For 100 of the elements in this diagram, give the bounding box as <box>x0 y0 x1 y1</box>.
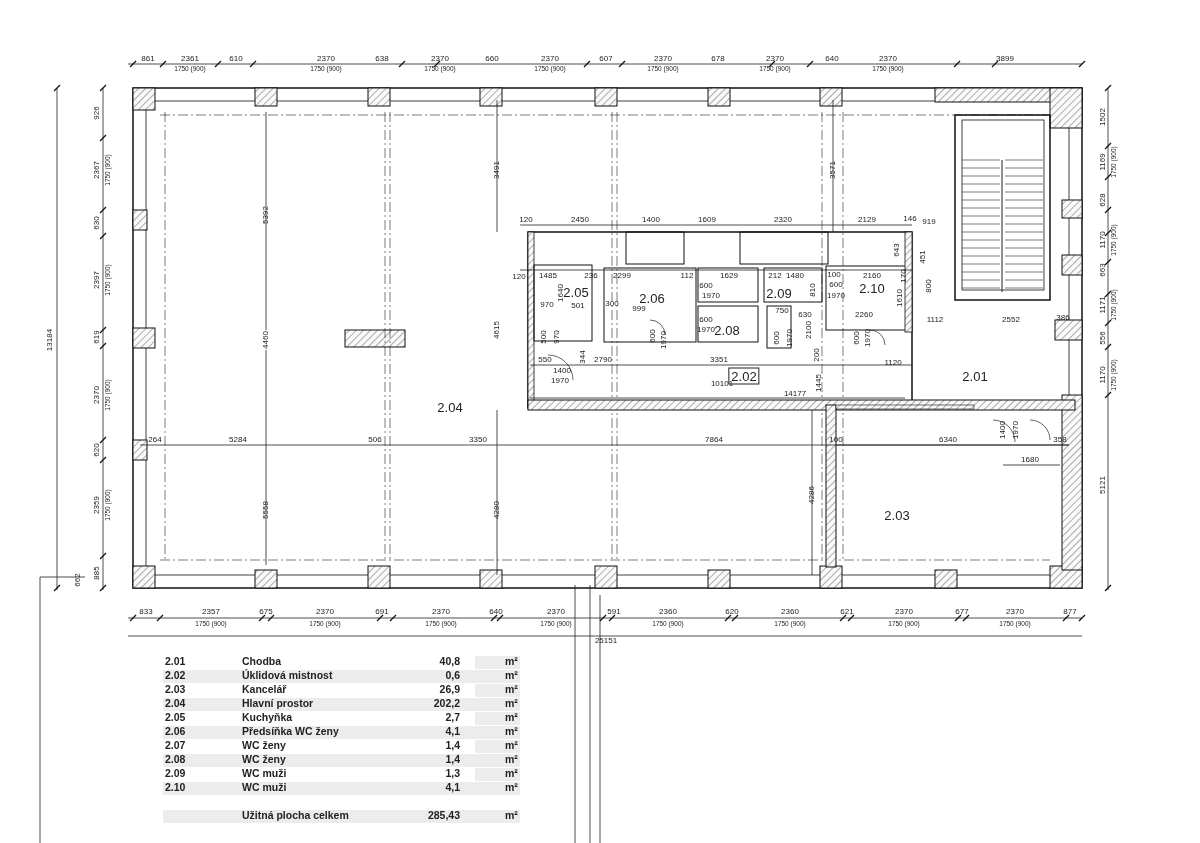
table-text: WC muži <box>242 782 287 793</box>
dimension-label: 506 <box>368 436 382 444</box>
dimension-label: 643 <box>893 243 901 257</box>
dimension-label: 1970 <box>827 292 845 300</box>
dimension-label: 6340 <box>939 436 957 444</box>
dimension-label: 628 <box>1099 193 1107 207</box>
dimension-label: 1170 <box>1099 231 1107 249</box>
dimension-label: 677 <box>955 608 969 616</box>
dimension-label: 2160 <box>863 272 881 280</box>
dimension-label: 451 <box>919 250 927 264</box>
dimension-label: 861 <box>141 55 155 63</box>
dimension-label: 640 <box>489 608 503 616</box>
table-text: 2.01 <box>165 656 186 667</box>
dimension-label: 5392 <box>262 206 270 224</box>
dimension-label: 1629 <box>720 272 738 280</box>
table-text: Chodba <box>242 656 282 667</box>
dimension-label: 3351 <box>710 356 728 364</box>
table-text: 285,43 <box>427 810 460 821</box>
table-text: 26,9 <box>439 684 460 695</box>
dimension-label: 691 <box>375 608 389 616</box>
table-text: 2.04 <box>165 698 186 709</box>
dimension-label: 344 <box>579 350 587 364</box>
dimension-label: 7864 <box>705 436 723 444</box>
dimension-label: 120 <box>519 216 533 224</box>
table-text: m² <box>505 754 518 765</box>
table-text: Hlavní prostor <box>242 698 314 709</box>
table-text: m² <box>505 656 518 667</box>
dimension-label: 1609 <box>698 216 716 224</box>
dimension-label: 2129 <box>858 216 876 224</box>
dimension-label: 2260 <box>855 311 873 319</box>
dimension-label: 2370 <box>895 608 913 616</box>
table-text: 2.10 <box>165 782 186 793</box>
dimension-label: 386 <box>1056 314 1070 322</box>
dimension-label: 212 <box>768 272 782 280</box>
table-text: 202,2 <box>433 698 460 709</box>
dimension-label: 13184 <box>46 328 54 352</box>
table-text: m² <box>505 712 518 723</box>
table-text: 2,7 <box>445 712 460 723</box>
dimension-label: 2360 <box>659 608 677 616</box>
dimension-label: 2370 <box>547 608 565 616</box>
dimension-label: 1610 <box>896 289 904 307</box>
table-text: 2.07 <box>165 740 186 751</box>
dimension-label: 2370 <box>317 55 335 63</box>
dimension-label: 1112 <box>926 316 944 324</box>
table-text: Úklidová mistnost <box>242 670 333 681</box>
table-text: m² <box>505 698 518 709</box>
dimension-label: 120 <box>512 273 526 281</box>
table-text: WC ženy <box>242 754 286 765</box>
dimension-label: 3491 <box>493 161 501 179</box>
dimension-label: 600 <box>829 281 843 289</box>
table-text: 1,4 <box>445 740 460 751</box>
table-text: m² <box>505 768 518 779</box>
room-number: 2.04 <box>437 400 463 414</box>
dimension-label: 3571 <box>829 161 837 179</box>
dimension-label: 662 <box>74 573 82 587</box>
dimension-label: 591 <box>607 608 621 616</box>
dimension-label: 2361 <box>181 55 199 63</box>
table-text: 2.08 <box>165 754 186 765</box>
dimension-label: 1502 <box>1099 108 1107 126</box>
dimension-label: 358 <box>1053 436 1067 444</box>
dimension-label: 236 <box>584 272 598 280</box>
dimension-label: 2370 <box>431 55 449 63</box>
dimension-label: 1445 <box>815 374 823 392</box>
dimension-label: 607 <box>599 55 613 63</box>
dimension-label: 170 <box>900 269 908 283</box>
dimension-label: 2790 <box>594 356 612 364</box>
dimension-label: 4460 <box>262 331 270 349</box>
dimension-label: 660 <box>485 55 499 63</box>
room-number: 2.08 <box>714 323 740 337</box>
table-text: m² <box>505 782 518 793</box>
dimension-label: 1400 <box>642 216 660 224</box>
dimension-label: 2320 <box>774 216 792 224</box>
dimension-label: 1970 <box>786 329 794 347</box>
dimension-label: 620 <box>93 443 101 457</box>
dimension-label: 999 <box>632 305 646 313</box>
dimension-label: 2370 <box>766 55 784 63</box>
dimension-label: 4286 <box>808 486 816 504</box>
dimension-label: 3350 <box>469 436 487 444</box>
dimension-label: 500 <box>540 330 548 344</box>
room-number: 2.01 <box>962 369 988 383</box>
table-text: WC muži <box>242 768 287 779</box>
dimension-label: 2397 <box>93 271 101 289</box>
dimension-label: 5284 <box>229 436 247 444</box>
dimension-label: 600 <box>699 282 713 290</box>
dimension-label: 1400 <box>999 421 1007 439</box>
dimension-label: 2299 <box>613 272 631 280</box>
dimension-label: 2359 <box>93 496 101 514</box>
dimension-label: 112 <box>680 272 694 280</box>
dimension-label: 970 <box>540 301 554 309</box>
dimension-label: 1485 <box>539 272 557 280</box>
dimension-label: 600 <box>773 331 781 345</box>
dimension-label: 2370 <box>432 608 450 616</box>
dimension-label: 2370 <box>541 55 559 63</box>
dimension-label: 970 <box>553 330 561 344</box>
dimension-label: 663 <box>1099 263 1107 277</box>
dimension-label: 926 <box>93 106 101 120</box>
table-text: 2.06 <box>165 726 186 737</box>
room-number: 2.09 <box>766 286 792 300</box>
dimension-label: 1970 <box>660 331 668 349</box>
table-text: 40,8 <box>439 656 460 667</box>
